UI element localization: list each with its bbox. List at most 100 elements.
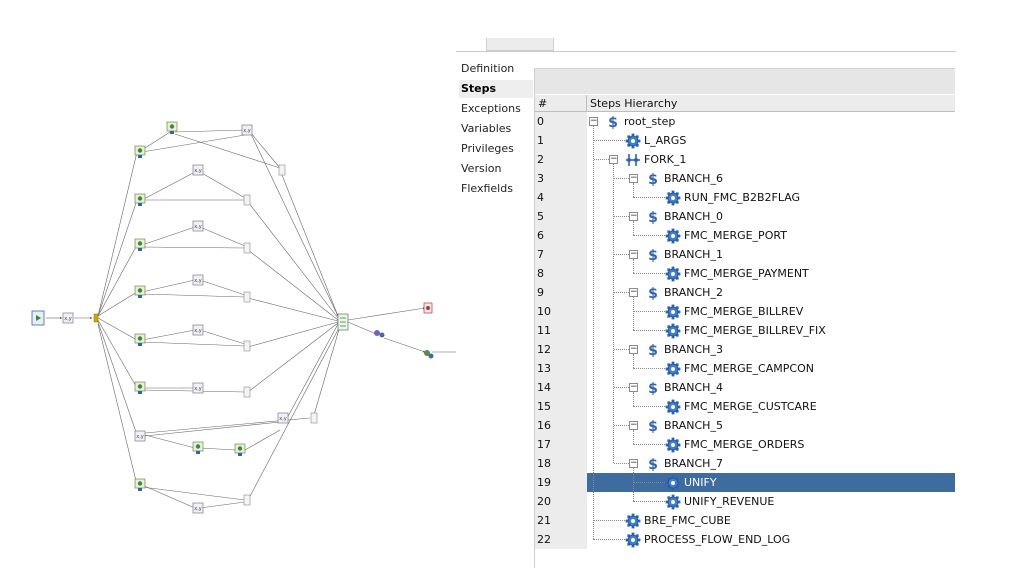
tree-row[interactable]: −$BRANCH_1 bbox=[587, 245, 955, 264]
row-number: 11 bbox=[537, 324, 551, 337]
row-number: 3 bbox=[537, 172, 544, 185]
tree-row[interactable]: FMC_MERGE_BILLREV bbox=[587, 302, 955, 321]
tree-row[interactable]: −$BRANCH_6 bbox=[587, 169, 955, 188]
row-number: 8 bbox=[537, 267, 544, 280]
row-number: 10 bbox=[537, 305, 551, 318]
collapse-toggle-icon[interactable]: − bbox=[629, 211, 638, 221]
dollar-icon: $ bbox=[645, 456, 661, 473]
gear-icon bbox=[665, 190, 681, 206]
gear-icon bbox=[665, 266, 681, 282]
nav-item-steps[interactable]: Steps bbox=[459, 80, 533, 98]
tree-row[interactable]: −$BRANCH_2 bbox=[587, 283, 955, 302]
row-number: 22 bbox=[537, 533, 551, 546]
tree-row[interactable]: −$BRANCH_5 bbox=[587, 416, 955, 435]
step-label: UNIFY_REVENUE bbox=[684, 495, 775, 508]
panel-tab[interactable] bbox=[486, 38, 554, 51]
svg-text:$: $ bbox=[648, 210, 658, 225]
tree-connector bbox=[633, 368, 665, 369]
dollar-icon: $ bbox=[645, 285, 661, 302]
column-header-steps-hierarchy[interactable]: Steps Hierarchy bbox=[587, 95, 955, 112]
svg-text:$: $ bbox=[608, 115, 618, 130]
collapse-toggle-icon[interactable]: − bbox=[629, 287, 638, 297]
collapse-toggle-icon[interactable]: − bbox=[629, 173, 638, 183]
gear-icon bbox=[665, 228, 681, 244]
gear-icon bbox=[625, 532, 641, 548]
nav-item-variables[interactable]: Variables bbox=[461, 122, 512, 135]
collapse-toggle-icon[interactable]: − bbox=[629, 458, 638, 468]
collapse-toggle-icon[interactable]: − bbox=[609, 154, 618, 164]
gear-icon bbox=[625, 513, 641, 529]
collapse-toggle-icon[interactable]: − bbox=[629, 382, 638, 392]
tree-row[interactable]: −$BRANCH_7 bbox=[587, 454, 955, 473]
tree-connector bbox=[633, 273, 665, 274]
collapse-toggle-icon[interactable]: − bbox=[589, 116, 598, 126]
svg-text:$: $ bbox=[648, 343, 658, 358]
nav-item-exceptions[interactable]: Exceptions bbox=[461, 102, 521, 115]
nav-item-flexfields[interactable]: Flexfields bbox=[461, 182, 513, 195]
tree-connector bbox=[613, 164, 614, 463]
step-label: PROCESS_FLOW_END_LOG bbox=[644, 533, 791, 546]
tree-connector bbox=[633, 183, 634, 197]
row-number: 19 bbox=[537, 476, 551, 489]
svg-text:$: $ bbox=[648, 419, 658, 434]
nav-item-definition[interactable]: Definition bbox=[461, 62, 515, 75]
fork-icon bbox=[625, 152, 641, 168]
svg-text:$: $ bbox=[648, 457, 658, 472]
step-label: BRE_FMC_CUBE bbox=[644, 514, 731, 527]
nav-item-privileges[interactable]: Privileges bbox=[461, 142, 514, 155]
dollar-icon: $ bbox=[645, 418, 661, 435]
step-label: BRANCH_3 bbox=[664, 343, 723, 356]
row-number: 4 bbox=[537, 191, 544, 204]
panel-top-border bbox=[456, 38, 956, 52]
tree-row[interactable]: −FORK_1 bbox=[587, 150, 955, 169]
tree-row[interactable]: FMC_MERGE_CUSTCARE bbox=[587, 397, 955, 416]
tree-connector bbox=[633, 482, 665, 483]
tree-row[interactable]: PROCESS_FLOW_END_LOG bbox=[587, 530, 955, 549]
column-header-number[interactable]: # bbox=[535, 95, 587, 112]
step-label: FMC_MERGE_PAYMENT bbox=[684, 267, 809, 280]
gear-icon bbox=[665, 494, 681, 510]
step-label: BRANCH_0 bbox=[664, 210, 723, 223]
row-number: 20 bbox=[537, 495, 551, 508]
tree-row[interactable]: UNIFY_REVENUE bbox=[587, 492, 955, 511]
gear-icon bbox=[665, 437, 681, 453]
tree-connector bbox=[633, 330, 665, 331]
collapse-toggle-icon[interactable]: − bbox=[629, 249, 638, 259]
collapse-toggle-icon[interactable]: − bbox=[629, 420, 638, 430]
row-number: 13 bbox=[537, 362, 551, 375]
svg-text:$: $ bbox=[648, 286, 658, 301]
row-number: 16 bbox=[537, 419, 551, 432]
tree-row[interactable]: BRE_FMC_CUBE bbox=[587, 511, 955, 530]
gear-icon bbox=[665, 304, 681, 320]
step-label: FMC_MERGE_CAMPCON bbox=[684, 362, 814, 375]
step-label: root_step bbox=[624, 115, 676, 128]
tree-row[interactable]: FMC_MERGE_ORDERS bbox=[587, 435, 955, 454]
dollar-icon: $ bbox=[645, 247, 661, 264]
process-flow-diagram: x,y bbox=[31, 121, 458, 514]
nav-item-version[interactable]: Version bbox=[461, 162, 502, 175]
row-number: 14 bbox=[537, 381, 551, 394]
tree-connector bbox=[614, 178, 629, 179]
tree-connector bbox=[593, 539, 625, 540]
tree-connector bbox=[593, 140, 625, 141]
tree-row[interactable]: −$BRANCH_4 bbox=[587, 378, 955, 397]
tree-row[interactable]: −$ root_step bbox=[587, 112, 955, 131]
tree-connector bbox=[633, 444, 665, 445]
tree-row[interactable]: FMC_MERGE_PAYMENT bbox=[587, 264, 955, 283]
gear-icon bbox=[665, 475, 681, 491]
tree-row[interactable]: FMC_MERGE_PORT bbox=[587, 226, 955, 245]
tree-connector bbox=[614, 349, 629, 350]
tree-row[interactable]: L_ARGS bbox=[587, 131, 955, 150]
tree-row[interactable]: −$ BRANCH_3 bbox=[587, 340, 955, 359]
collapse-toggle-icon[interactable]: − bbox=[629, 344, 638, 354]
tree-row[interactable]: FMC_MERGE_CAMPCON bbox=[587, 359, 955, 378]
tree-row[interactable]: −$ BRANCH_0 bbox=[587, 207, 955, 226]
tree-connector bbox=[594, 159, 609, 160]
tree-row[interactable]: FMC_MERGE_BILLREV_FIX bbox=[587, 321, 955, 340]
tree-connector bbox=[614, 463, 629, 464]
tree-row[interactable]: UNIFY bbox=[587, 473, 955, 492]
tree-row[interactable]: RUN_FMC_B2B2FLAG bbox=[587, 188, 955, 207]
